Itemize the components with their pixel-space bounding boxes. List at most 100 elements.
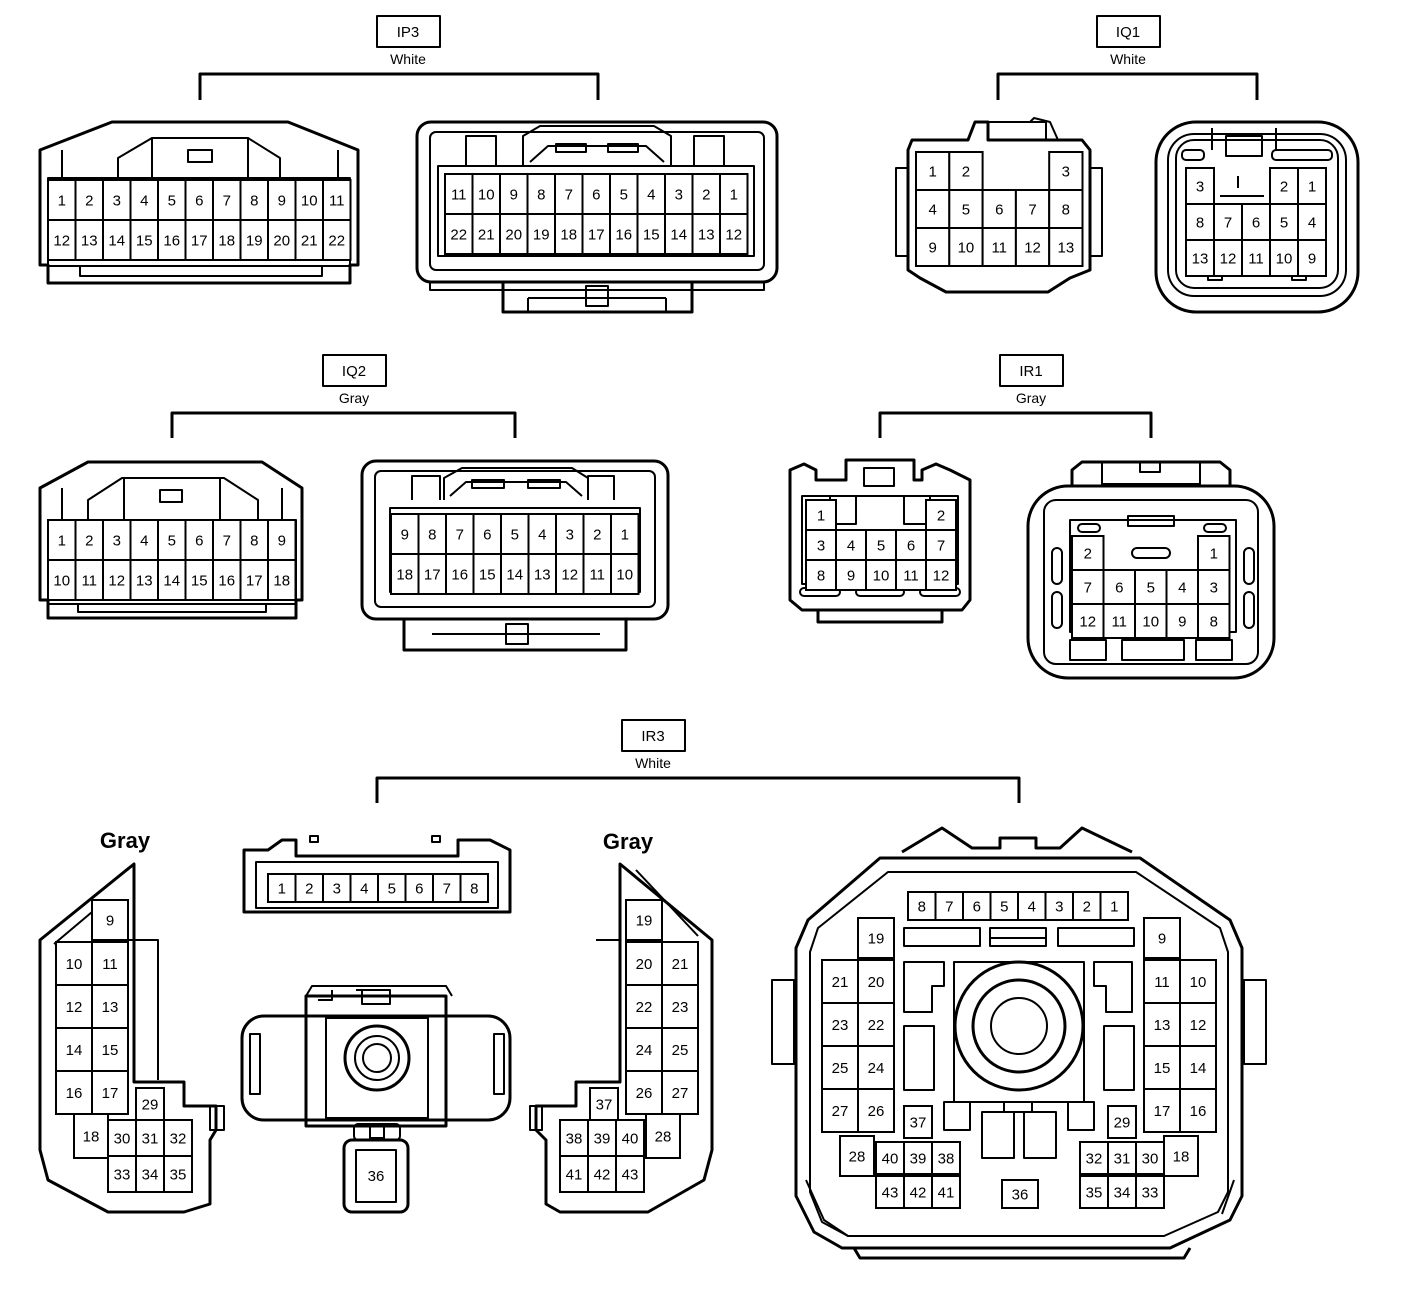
pin-cell	[1014, 189, 1051, 229]
pin-grid-ir3-coax: 36	[368, 1168, 385, 1185]
pin-number: 21	[832, 974, 849, 991]
pin-number: 7	[456, 527, 464, 544]
pin-number: 17	[191, 233, 208, 250]
pin-cell	[527, 513, 557, 555]
pin-number: 8	[537, 187, 545, 204]
pin-cell	[184, 179, 214, 221]
pin-number: 7	[223, 533, 231, 550]
pin-cell	[610, 553, 640, 595]
pin-cell	[875, 1141, 905, 1175]
pin-number: 16	[1190, 1103, 1207, 1120]
pin-cell	[267, 559, 297, 601]
pin-cell	[1048, 189, 1084, 229]
sub-connector-color-left: Gray	[100, 828, 151, 853]
pin-cell	[989, 891, 1019, 921]
pin-cell	[857, 1088, 895, 1133]
pin-number: 16	[163, 233, 180, 250]
pin-cell	[1165, 569, 1199, 605]
pin-number: 15	[102, 1042, 119, 1059]
pin-number: 38	[566, 1131, 583, 1148]
pin-cell	[239, 559, 269, 601]
pin-number: 3	[1196, 179, 1204, 196]
pin-cell	[91, 1027, 129, 1072]
pin-number: 18	[560, 227, 577, 244]
pin-cell	[934, 891, 964, 921]
pin-number: 40	[882, 1151, 899, 1168]
pin-cell	[1107, 1105, 1137, 1139]
pin-cell	[1213, 203, 1243, 241]
pin-number: 3	[566, 527, 574, 544]
pin-number: 12	[725, 227, 742, 244]
pin-number: 14	[506, 567, 523, 584]
pin-number: 6	[195, 193, 203, 210]
pin-cell	[1269, 167, 1299, 205]
pin-number: 35	[170, 1167, 187, 1184]
pin-number: 1	[817, 508, 825, 525]
pin-number: 7	[565, 187, 573, 204]
pin-number: 6	[483, 527, 491, 544]
pin-number: 12	[1190, 1017, 1207, 1034]
pin-number: 13	[698, 227, 715, 244]
pin-number: 3	[817, 538, 825, 555]
pin-cell	[1135, 1175, 1165, 1209]
pin-cell	[821, 1002, 859, 1047]
pin-cell	[294, 873, 324, 903]
pin-number: 42	[910, 1185, 927, 1202]
pin-cell	[915, 227, 951, 267]
pin-number: 4	[647, 187, 655, 204]
pin-number: 8	[1210, 614, 1218, 631]
pin-number: 6	[973, 899, 981, 916]
pin-cell	[636, 213, 666, 255]
pin-number: 11	[991, 240, 1007, 257]
pin-cell	[857, 1045, 895, 1090]
pin-cell	[1297, 167, 1327, 205]
pin-number: 35	[1086, 1185, 1103, 1202]
pin-number: 8	[1062, 202, 1070, 219]
pin-number: 15	[1154, 1060, 1171, 1077]
pin-number: 33	[1142, 1185, 1159, 1202]
connector-code-ir3: IR3	[641, 728, 664, 745]
pin-number: 30	[114, 1131, 131, 1148]
pin-cell	[625, 984, 663, 1029]
pin-number: 4	[847, 538, 855, 555]
pin-cell	[444, 213, 474, 255]
pin-number: 37	[910, 1115, 927, 1132]
pin-number: 5	[168, 533, 176, 550]
pin-number: 14	[108, 233, 125, 250]
pin-number: 39	[910, 1151, 927, 1168]
pin-number: 12	[53, 233, 70, 250]
pin-cell	[839, 1135, 875, 1177]
pin-cell	[903, 1141, 933, 1175]
pin-cell	[74, 219, 104, 261]
pin-number: 25	[832, 1060, 849, 1077]
group-ip3-header: IP3 White	[198, 15, 600, 100]
pin-number: 8	[817, 568, 825, 585]
pin-cell	[661, 1027, 699, 1072]
pin-cell	[157, 519, 187, 561]
pin-cell	[527, 553, 557, 595]
pin-cell	[1197, 535, 1231, 571]
pin-cell	[102, 219, 132, 261]
pin-cell	[47, 179, 77, 221]
pin-cell	[47, 519, 77, 561]
pin-cell	[184, 519, 214, 561]
pin-number: 11	[589, 567, 605, 584]
pin-number: 8	[428, 527, 436, 544]
pin-number: 3	[1055, 899, 1063, 916]
pin-number: 20	[636, 956, 653, 973]
pin-number: 9	[278, 193, 286, 210]
pin-number: 15	[643, 227, 660, 244]
pin-number: 10	[958, 240, 975, 257]
pin-number: 10	[301, 193, 318, 210]
pin-cell	[1102, 603, 1136, 639]
pin-number: 17	[102, 1085, 119, 1102]
pin-cell	[925, 529, 957, 561]
